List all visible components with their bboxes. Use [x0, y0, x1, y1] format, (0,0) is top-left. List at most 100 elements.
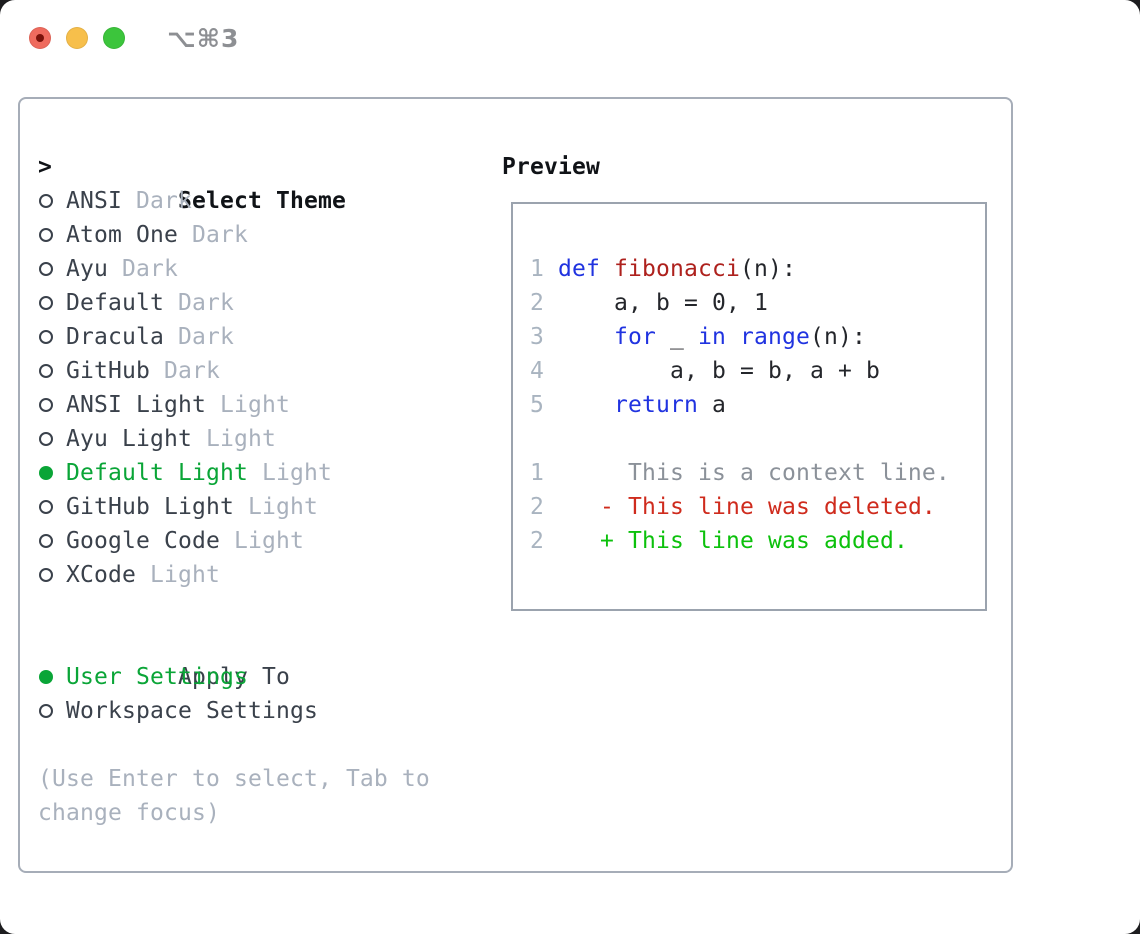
line-number: 1: [530, 256, 544, 282]
radio-icon: [38, 524, 66, 558]
spacer: [38, 592, 430, 626]
theme-option-atom-one[interactable]: Atom One Dark: [38, 218, 430, 252]
preview-line-blank: [530, 422, 985, 456]
theme-variant: Light: [219, 392, 290, 418]
theme-name: Ayu: [66, 256, 108, 282]
code-segment: [726, 324, 740, 350]
theme-name: Default Light: [66, 460, 248, 486]
theme-list-title: Select Theme: [177, 188, 346, 214]
theme-variant: Dark: [122, 256, 178, 282]
code-segment: fibonacci: [614, 256, 740, 282]
focus-caret-icon: >: [38, 154, 52, 180]
theme-name: XCode: [66, 562, 136, 588]
code-segment: return: [614, 392, 698, 418]
theme-option-github[interactable]: GitHub Dark: [38, 354, 430, 388]
theme-option-ansi[interactable]: ANSI Dark: [38, 184, 430, 218]
code-segment: [558, 324, 614, 350]
theme-variant: Dark: [136, 188, 192, 214]
radio-icon: [38, 252, 66, 286]
theme-variant: Light: [261, 460, 332, 486]
theme-option-ayu[interactable]: Ayu Dark: [38, 252, 430, 286]
window-title: ⌥⌘3: [167, 24, 240, 53]
radio-icon: [38, 286, 66, 320]
preview-line-code: 5 return a: [530, 388, 985, 422]
preview-line-code: 4 a, b = b, a + b: [530, 354, 985, 388]
apply-to-indent: [38, 626, 66, 660]
code-segment: - This line was deleted.: [600, 494, 936, 520]
code-segment: a, b = 0, 1: [558, 290, 768, 316]
radio-icon: [38, 184, 66, 218]
apply-option-workspace-settings[interactable]: Workspace Settings: [38, 694, 430, 728]
radio-icon: [38, 558, 66, 592]
theme-option-dracula[interactable]: Dracula Dark: [38, 320, 430, 354]
theme-variant: Dark: [163, 358, 220, 384]
minimize-button[interactable]: [66, 27, 88, 49]
theme-name: Atom One: [66, 222, 178, 248]
radio-selected-icon: [38, 456, 66, 490]
theme-name: ANSI: [66, 188, 122, 214]
theme-variant: Dark: [177, 290, 234, 316]
preview-line-code: 2 a, b = 0, 1: [530, 286, 985, 320]
theme-name: GitHub: [66, 358, 150, 384]
titlebar: ⌥⌘3: [0, 0, 1140, 76]
theme-option-default[interactable]: Default Dark: [38, 286, 430, 320]
theme-variant: Light: [247, 494, 318, 520]
line-number: 4: [530, 358, 544, 384]
line-number: 2: [530, 528, 544, 554]
theme-variant: Dark: [177, 324, 234, 350]
apply-option-user-settings[interactable]: User Settings: [38, 660, 430, 694]
line-number: 3: [530, 324, 544, 350]
code-segment: [558, 528, 600, 554]
theme-variant: Dark: [191, 222, 248, 248]
line-number: 2: [530, 290, 544, 316]
close-button[interactable]: [29, 27, 51, 49]
code-segment: _: [656, 324, 698, 350]
theme-name: Ayu Light: [66, 426, 192, 452]
theme-option-xcode[interactable]: XCode Light: [38, 558, 430, 592]
code-segment: in: [698, 324, 726, 350]
code-segment: a, b = b, a + b: [558, 358, 880, 384]
line-number: 2: [530, 494, 544, 520]
code-segment: [558, 494, 600, 520]
theme-option-github-light[interactable]: GitHub Light Light: [38, 490, 430, 524]
theme-name: ANSI Light: [66, 392, 206, 418]
help-line: change focus): [38, 800, 220, 826]
code-segment: This is a context line.: [558, 460, 950, 486]
radio-icon: [38, 218, 66, 252]
theme-option-ansi-light[interactable]: ANSI Light Light: [38, 388, 430, 422]
radio-icon: [38, 354, 66, 388]
line-number: 1: [530, 460, 544, 486]
spacer: [38, 728, 430, 762]
apply-to-header: Apply To: [38, 626, 430, 690]
apply-option-label: Workspace Settings: [66, 698, 318, 724]
code-segment: (n):: [810, 324, 866, 350]
theme-name: GitHub Light: [66, 494, 234, 520]
apply-to-title: Apply To: [177, 664, 290, 690]
code-segment: [558, 392, 614, 418]
theme-variant: Light: [150, 562, 220, 588]
code-segment: for: [614, 324, 656, 350]
theme-name: Dracula: [66, 324, 164, 350]
code-segment: a: [697, 392, 726, 418]
radio-selected-icon: [38, 660, 66, 694]
preview-line-diff-context: 1 This is a context line.: [530, 456, 985, 490]
radio-icon: [38, 422, 66, 456]
theme-list-header: > Select Theme: [38, 150, 430, 214]
help-line: (Use Enter to select, Tab to: [38, 766, 430, 792]
theme-name: Default: [66, 290, 164, 316]
theme-variant: Light: [233, 528, 304, 554]
theme-option-default-light[interactable]: Default Light Light: [38, 456, 430, 490]
preview-line-code: 3 for _ in range(n):: [530, 320, 985, 354]
code-segment: [600, 256, 614, 282]
zoom-button[interactable]: [103, 27, 125, 49]
line-number: 5: [530, 392, 544, 418]
